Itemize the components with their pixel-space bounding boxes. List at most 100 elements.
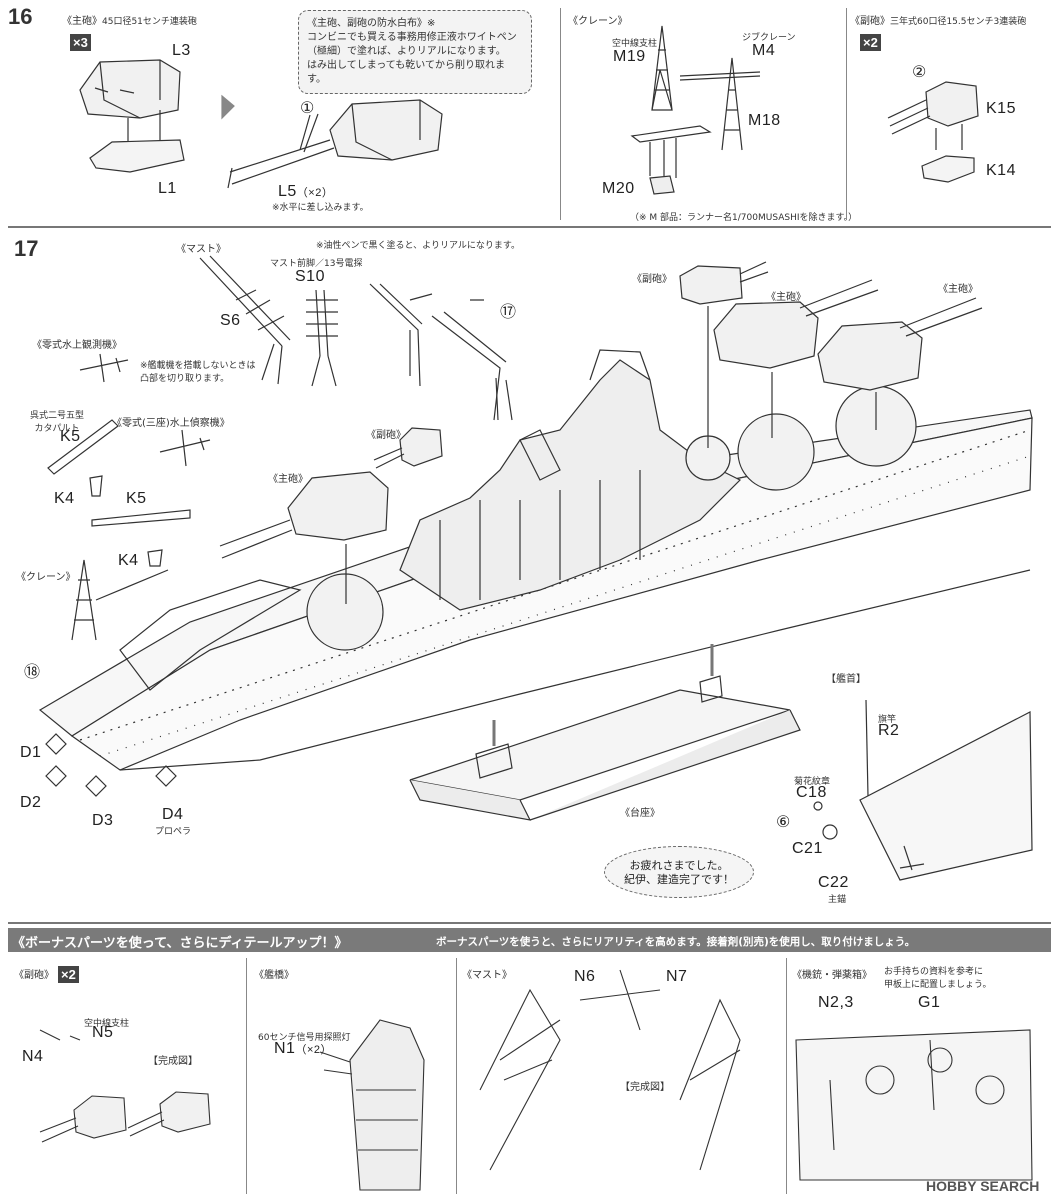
- crane-drawing: [71, 559, 169, 641]
- crane-m19-drawing: [630, 25, 761, 195]
- waterproof-note: 《主砲、副砲の防水白布》※ コンビニでも買える事務用修正液ホワイトペン （極細）…: [298, 10, 532, 94]
- label-r2: R2: [878, 722, 900, 739]
- label-s6: S6: [220, 312, 241, 329]
- display-stand-drawing: [409, 644, 801, 821]
- n5-caption: 空中線支柱: [84, 1019, 130, 1029]
- label-circle6: ⑥: [776, 814, 791, 831]
- bonus-mg-note: お手持ちの資料を参考に甲板上に配置しましょう。: [884, 967, 992, 990]
- turret-main-a-drawing: [219, 471, 389, 604]
- oil-pen-note: ※油性ペンで黒く塗ると、よりリアルになります。: [316, 241, 521, 251]
- bonus-div3: [786, 958, 787, 1194]
- main-gun-head-a: 《主砲》: [268, 474, 308, 485]
- label-s10: S10: [295, 268, 325, 285]
- label-circle2: ②: [912, 64, 927, 81]
- main-gun-head-b: 《主砲》: [766, 292, 806, 303]
- zero-recon-head: 《零式(三座)水上偵察機》: [112, 418, 230, 429]
- battleship-hull-drawing: [38, 349, 1033, 771]
- sub-gun-head: 《副砲》: [366, 430, 406, 441]
- bonus-bar: 《ボーナスパーツを使って、さらにディテールアップ！》 ボーナスパーツを使うと、さ…: [8, 928, 1051, 952]
- label-m4: M4: [752, 42, 776, 59]
- label-m18: M18: [748, 112, 781, 129]
- bonus-qty-x2: ×2: [58, 966, 79, 983]
- bow-head: 【艦首】: [826, 674, 866, 685]
- label-k4a: K4: [54, 490, 75, 507]
- turret-main-b-drawing: [713, 279, 879, 438]
- label-n5: N5: [92, 1024, 114, 1041]
- completion-bubble: お疲れさまでした。紀伊、建造完了です！: [604, 846, 754, 898]
- m4-caption: ジブクレーン: [742, 33, 796, 43]
- turret-sub-b-drawing: [679, 261, 769, 448]
- bonus-sub-gun-head: 《副砲》: [14, 970, 54, 981]
- label-n23: N2,3: [818, 994, 854, 1011]
- s10-caption: マスト前脚／13号電探: [270, 259, 363, 269]
- label-n7: N7: [666, 968, 688, 985]
- aircraft-recon-drawing: [159, 429, 211, 467]
- watermark: HOBBY SEARCH: [926, 1178, 1040, 1194]
- zero-obs-head: 《零式水上観測機》: [32, 340, 122, 351]
- label-k5a: K5: [60, 428, 81, 445]
- anchor-caption: 主錨: [828, 895, 847, 905]
- bonus-div2: [456, 958, 457, 1194]
- step16-sub-gun-head: 《副砲》三年式60口径15.5センチ3連装砲: [850, 16, 1027, 27]
- bonus-mg-head: 《機銃・弾薬箱》: [792, 970, 872, 981]
- label-circle17: ⑰: [500, 304, 517, 321]
- step-17-number: 17: [14, 236, 39, 261]
- m19-caption: 空中線支柱: [612, 39, 658, 49]
- bonus-bridge-drawing: [319, 1019, 425, 1191]
- main-gun-head-c: 《主砲》: [938, 284, 978, 295]
- propeller-caption: プロペラ: [155, 827, 192, 837]
- bonus-desc: ボーナスパーツを使うと、さらにリアリティを高めます。接着剤(別売)を使用し、取り…: [436, 936, 916, 948]
- bonus-subgun-drawing: [39, 1029, 211, 1143]
- step-16-number: 16: [8, 4, 33, 29]
- bonus-div1: [246, 958, 247, 1194]
- label-l3: L3: [172, 42, 191, 59]
- label-k15: K15: [986, 100, 1016, 117]
- bonus-mast-drawing: [479, 969, 741, 1171]
- qty-badge-x3: ×3: [70, 34, 91, 51]
- label-c22: C22: [818, 874, 849, 891]
- label-c21: C21: [792, 840, 823, 857]
- label-n4: N4: [22, 1048, 44, 1065]
- step16-crane-head: 《クレーン》: [568, 16, 628, 27]
- label-k4b: K4: [118, 552, 139, 569]
- crane-head: 《クレーン》: [16, 572, 76, 583]
- bonus-mast-head: 《マスト》: [462, 970, 512, 981]
- label-l5: L5（×2）: [278, 183, 334, 200]
- label-k5b: K5: [126, 490, 147, 507]
- mast-painted-drawing: [369, 283, 433, 387]
- bonus-mast-done: 【完成図】: [620, 1082, 670, 1093]
- chrysanthemum-caption: 菊花紋章: [794, 777, 831, 787]
- sub-gun-head-b: 《副砲》: [632, 274, 672, 285]
- n1-caption: 60センチ信号用探照灯: [258, 1033, 351, 1043]
- mast-s10-drawing: [306, 289, 338, 387]
- turret-l3-drawing: [79, 59, 185, 173]
- label-n6: N6: [574, 968, 596, 985]
- label-k14: K14: [986, 162, 1016, 179]
- runner-note: （※ M 部品：ランナー名1/700MUSASHIを除きます。）: [630, 213, 858, 223]
- label-d4: D4: [162, 806, 184, 823]
- bonus-mg-drawing: [795, 1029, 1033, 1181]
- label-m19: M19: [613, 48, 646, 65]
- label-d3: D3: [92, 812, 114, 829]
- label-circle1: ①: [300, 100, 315, 117]
- bonus-bridge-head: 《艦橋》: [254, 970, 294, 981]
- aircraft-zero-obs-drawing: [79, 353, 129, 383]
- turret-l5-drawing: [227, 99, 443, 189]
- label-d2: D2: [20, 794, 42, 811]
- divider-16a: [560, 8, 561, 220]
- label-l1: L1: [158, 180, 177, 197]
- divider-17-bonus: [8, 922, 1051, 924]
- label-n1: N1（×2）: [274, 1040, 332, 1057]
- label-m20: M20: [602, 180, 635, 197]
- insert-note: ※水平に差し込みます。: [272, 203, 369, 213]
- stand-caption: 《台座》: [620, 808, 660, 819]
- subgun-k15-drawing: [887, 81, 979, 183]
- turret-main-c-drawing: [817, 297, 983, 430]
- divider-16b: [846, 8, 847, 220]
- propellers-drawing: [45, 733, 177, 797]
- label-g1: G1: [918, 994, 941, 1011]
- catapult-k5b-drawing: [91, 509, 191, 567]
- mast-head: 《マスト》: [176, 244, 226, 255]
- bow-detail-drawing: [813, 699, 1033, 881]
- bonus-title: 《ボーナスパーツを使って、さらにディテールアップ！》: [12, 936, 348, 951]
